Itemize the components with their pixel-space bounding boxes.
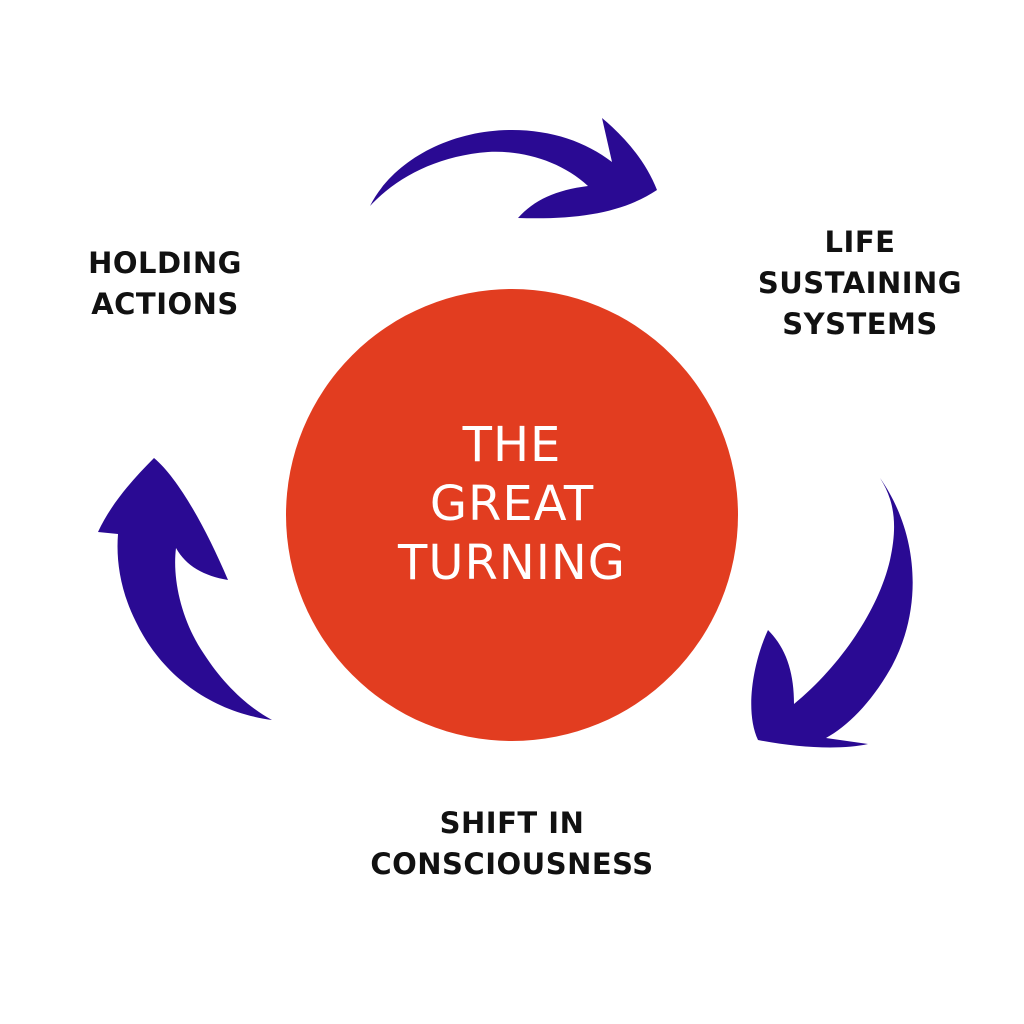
label-holding-actions: HOLDING ACTIONS [60, 243, 270, 325]
label-shift-in-consciousness-line-1: SHIFT IN [439, 806, 585, 840]
center-title-line-2: GREAT [429, 475, 595, 532]
label-holding-actions-line-2: ACTIONS [91, 287, 239, 321]
label-holding-actions-line-1: HOLDING [88, 246, 242, 280]
center-title-line-1: THE [462, 416, 562, 473]
center-circle [286, 289, 738, 741]
label-life-sustaining-systems-line-2: SUSTAINING [757, 266, 963, 300]
label-shift-in-consciousness: SHIFT IN CONSCIOUSNESS [332, 803, 692, 885]
center-title-line-3: TURNING [398, 534, 626, 591]
label-life-sustaining-systems: LIFE SUSTAINING SYSTEMS [735, 222, 985, 345]
label-shift-in-consciousness-line-2: CONSCIOUSNESS [370, 847, 654, 881]
label-life-sustaining-systems-line-3: SYSTEMS [782, 307, 938, 341]
label-life-sustaining-systems-line-1: LIFE [824, 225, 896, 259]
center-title: THE GREAT TURNING [286, 289, 738, 741]
